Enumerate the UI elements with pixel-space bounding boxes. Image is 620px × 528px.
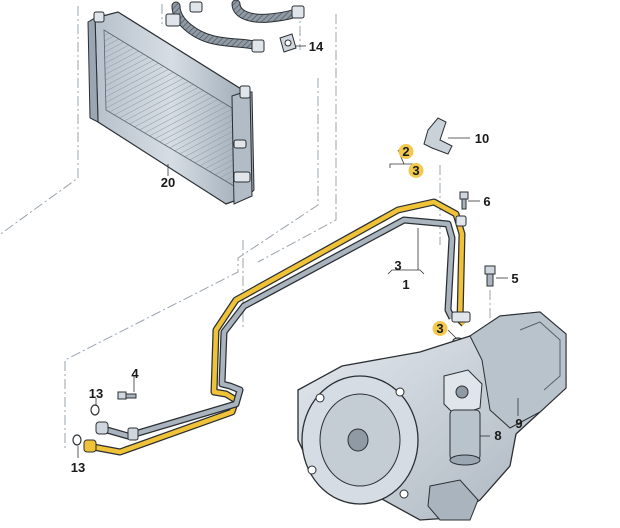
callout-c2: 2: [398, 144, 414, 159]
callout-number: 2: [402, 144, 409, 159]
callout-highlight: [408, 163, 424, 178]
callout-number: 9: [515, 416, 522, 431]
callout-number: 6: [483, 194, 490, 209]
bolt-4: [117, 391, 137, 400]
callout-number: 13: [71, 460, 85, 475]
callout-c10: 10: [475, 131, 489, 146]
callout-c3b: 3: [394, 258, 401, 273]
transmission: [297, 311, 567, 521]
mounting-bracket: [423, 117, 453, 155]
bolt-5: [484, 265, 496, 287]
callout-number: 14: [309, 39, 324, 54]
coolant-hoses: [165, 0, 305, 53]
cooler-lines: [83, 198, 471, 456]
callout-number: 8: [494, 428, 501, 443]
callout-c13b: 13: [71, 460, 85, 475]
callout-number: 3: [394, 258, 401, 273]
callout-c3a: 3: [408, 163, 424, 178]
callout-c8: 8: [494, 428, 501, 443]
radiator: [87, 11, 255, 205]
callout-c3c: 3: [432, 321, 448, 336]
callout-number: 20: [161, 175, 175, 190]
callout-highlight: [432, 321, 448, 336]
callout-c14: 14: [309, 39, 324, 54]
callout-c1: 1: [402, 277, 409, 292]
callout-c9: 9: [515, 416, 522, 431]
callout-number: 10: [475, 131, 489, 146]
callout-number: 3: [412, 163, 419, 178]
callout-number: 3: [436, 321, 443, 336]
hose-clamp: [279, 33, 297, 53]
callout-number: 1: [402, 277, 409, 292]
callout-number: 5: [511, 271, 518, 286]
callout-c6: 6: [483, 194, 490, 209]
callout-c5: 5: [511, 271, 518, 286]
callout-highlight: [398, 144, 414, 159]
callout-c13a: 13: [89, 386, 103, 401]
callout-c4: 4: [131, 366, 139, 381]
cooler-housing: [443, 369, 483, 466]
bolt-6: [459, 191, 469, 210]
callout-number: 13: [89, 386, 103, 401]
callout-number: 4: [131, 366, 139, 381]
callout-c20: 20: [161, 175, 175, 190]
